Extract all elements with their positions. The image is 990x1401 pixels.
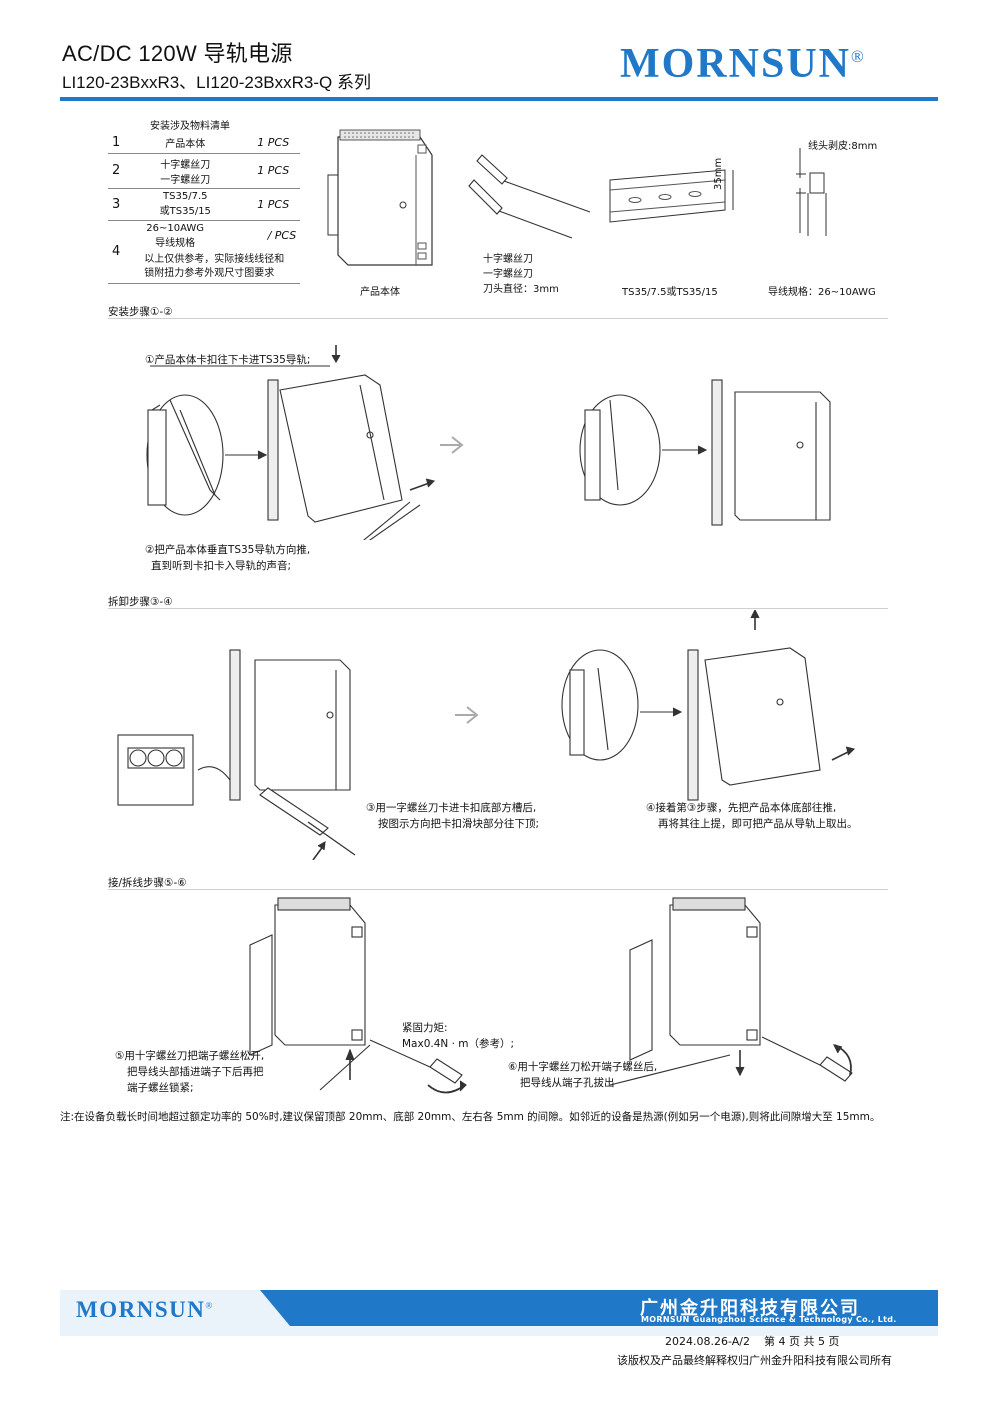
torque-text: 紧固力矩: Max0.4N · m（参考）; bbox=[402, 1022, 515, 1050]
rail-label: TS35/7.5或TS35/15 bbox=[622, 287, 718, 298]
page-subtitle: LI120-23BxxR3、LI120-23BxxR3-Q 系列 bbox=[62, 73, 371, 92]
materials-heading: 安装涉及物料清单 bbox=[150, 121, 230, 132]
clearance-note: 注:在设备负载长时间地超过额定功率的 50%时,建议保留顶部 20mm、底部 2… bbox=[60, 1111, 881, 1123]
wiring-section-rule bbox=[108, 889, 888, 890]
rail-height-label: 35mm bbox=[713, 157, 724, 190]
footer-logo-text: MORNSUN bbox=[76, 1297, 206, 1322]
footer-band bbox=[60, 1290, 938, 1336]
remove-step3-text: ③用一字螺丝刀卡进卡扣底部方槽后, 按图示方向把卡扣滑块部分往下顶; bbox=[366, 802, 540, 830]
header-logo: MORNSUN® bbox=[620, 40, 866, 88]
install-step1-text: ①产品本体卡扣往下卡进TS35导轨; bbox=[145, 354, 311, 366]
wiring-illustration bbox=[249, 897, 853, 1094]
footer-revision: 2024.08.26-A/2 第 4 页 共 5 页 bbox=[665, 1335, 840, 1348]
product-label: 产品本体 bbox=[360, 287, 400, 298]
screwdriver-illustration bbox=[468, 154, 591, 239]
wiring-step5-text: ⑤用十字螺丝刀把端子螺丝松开, 把导线头部插进端子下后再把 端子螺丝锁紧; bbox=[115, 1050, 265, 1094]
header-rule bbox=[60, 97, 938, 101]
table-row: 2 十字螺丝刀一字螺丝刀 1 PCS bbox=[108, 153, 301, 189]
wiring-section-title: 接/拆线步骤⑤-⑥ bbox=[108, 877, 187, 889]
remove-step4-text: ④接着第③步骤，先把产品本体底部往推, 再将其往上提，即可把产品从导轨上取出。 bbox=[646, 802, 858, 830]
install-illustration bbox=[146, 345, 831, 540]
install-section-title: 安装步骤①-② bbox=[108, 306, 173, 318]
install-section-rule bbox=[108, 318, 888, 319]
footer-copyright: 该版权及产品最终解释权归广州金升阳科技有限公司所有 bbox=[617, 1354, 892, 1367]
footer-company-en: MORNSUN Guangzhou Science & Technology C… bbox=[641, 1315, 897, 1324]
rail-illustration bbox=[609, 169, 734, 223]
driver-label: 十字螺丝刀 一字螺丝刀 刀头直径：3mm bbox=[483, 254, 559, 295]
product-illustration bbox=[327, 129, 433, 266]
wiring-step6-text: ⑥用十字螺丝刀松开端子螺丝后, 把导线从端子孔拔出 bbox=[508, 1061, 658, 1089]
footer-company-cn: 广州金升阳科技有限公司 bbox=[640, 1298, 860, 1319]
table-row: 1 产品本体 1 PCS bbox=[108, 133, 301, 154]
page-title: AC/DC 120W 导轨电源 bbox=[62, 41, 293, 66]
header-logo-reg: ® bbox=[851, 47, 866, 66]
remove-section-title: 拆卸步骤③-④ bbox=[108, 596, 173, 608]
install-step2-text: ②把产品本体垂直TS35导轨方向推, 直到听到卡扣卡入导轨的声音; bbox=[145, 544, 311, 572]
wire-label: 导线规格：26~10AWG bbox=[768, 287, 876, 298]
footer-logo: MORNSUN® bbox=[76, 1297, 214, 1323]
strip-length-label: 线头剥皮:8mm bbox=[808, 141, 878, 152]
page-number: 第 4 页 共 5 页 bbox=[763, 1335, 840, 1348]
footer-logo-reg: ® bbox=[205, 1300, 214, 1311]
wire-illustration bbox=[796, 148, 827, 236]
header-logo-text: MORNSUN bbox=[620, 41, 851, 87]
remove-illustration bbox=[117, 610, 856, 860]
materials-table: 1 产品本体 1 PCS 2 十字螺丝刀一字螺丝刀 1 PCS 3 TS35/7… bbox=[108, 133, 301, 284]
remove-section-rule bbox=[108, 608, 888, 609]
